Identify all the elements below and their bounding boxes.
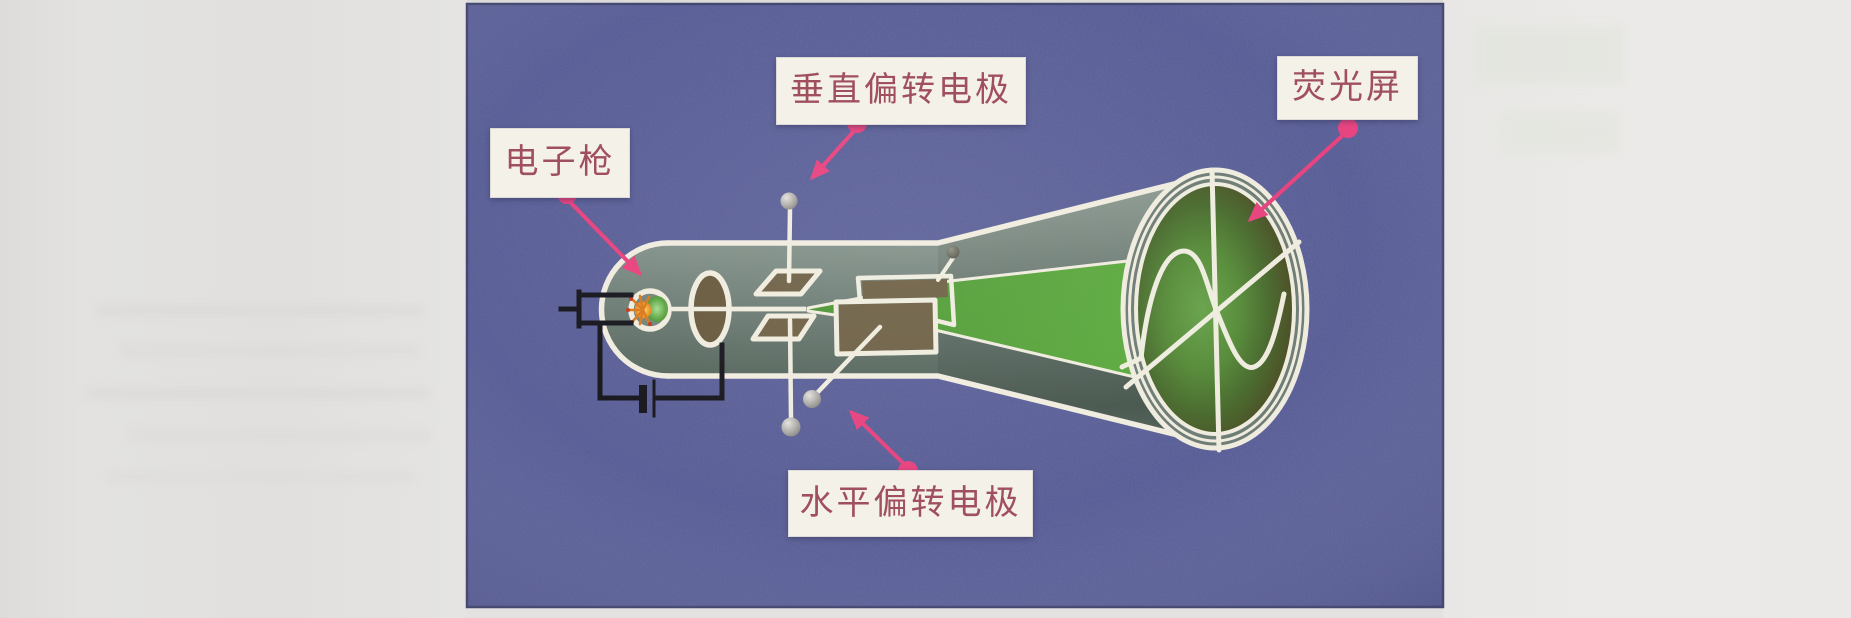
- label-fluorescent-screen-text: 荧光屏: [1292, 69, 1403, 106]
- bleedthrough-text-smudge: [95, 305, 425, 316]
- bleedthrough-text-smudge: [85, 388, 430, 399]
- label-vertical-deflection-text: 垂直偏转电极: [790, 72, 1012, 109]
- label-horizontal-deflection: 水平偏转电极: [788, 470, 1033, 537]
- label-electron-gun-text: 电子枪: [504, 144, 616, 181]
- label-vertical-deflection: 垂直偏转电极: [776, 57, 1026, 125]
- bleedthrough-text-smudge: [120, 345, 420, 356]
- bleedthrough-text-smudge: [1475, 25, 1625, 85]
- book-page-right-margin: [1443, 0, 1851, 618]
- bleedthrough-text-smudge: [1500, 110, 1620, 155]
- label-fluorescent-screen: 荧光屏: [1277, 56, 1418, 120]
- label-electron-gun: 电子枪: [490, 128, 630, 198]
- book-page-bottom-strip: [467, 607, 1443, 618]
- book-page-top-strip: [467, 0, 1443, 4]
- bleedthrough-text-smudge: [105, 472, 415, 482]
- label-horizontal-deflection-text: 水平偏转电极: [799, 484, 1022, 522]
- bleedthrough-text-smudge: [130, 430, 430, 441]
